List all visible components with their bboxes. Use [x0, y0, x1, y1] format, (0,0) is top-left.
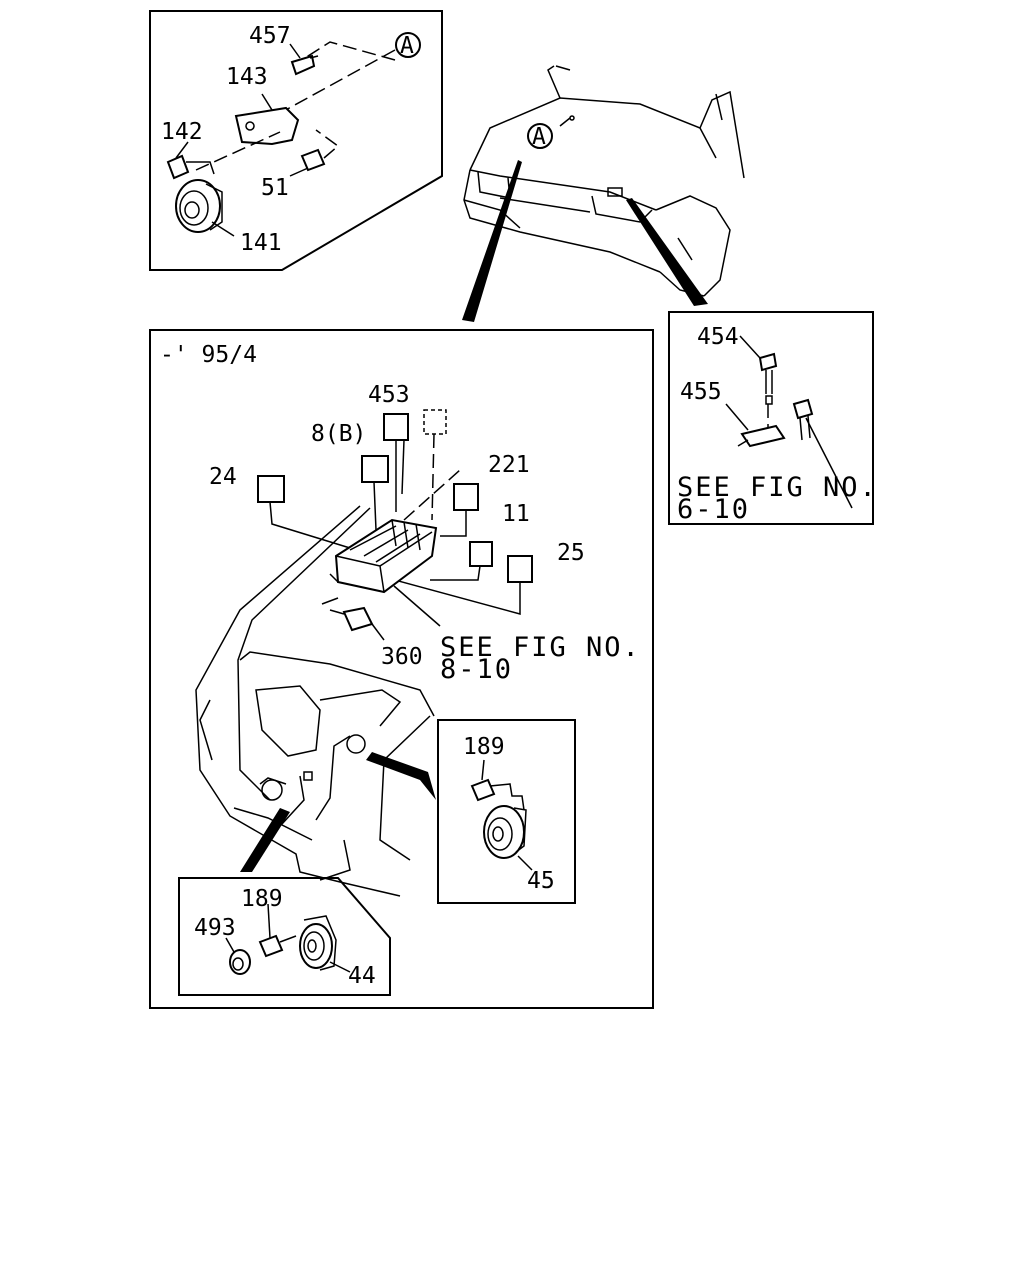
callout-a-circle [395, 32, 421, 58]
horn-45 [483, 805, 525, 859]
inset-horn-bottom [178, 877, 391, 996]
pointer-to-horn-right [366, 752, 436, 800]
callout-a-label-vehicle: A [532, 124, 546, 150]
callout-455: 455 [680, 379, 722, 405]
relay-24 [257, 475, 285, 503]
callout-142: 142 [161, 119, 203, 145]
callout-11: 11 [502, 501, 530, 527]
bolt-189-right [470, 778, 496, 802]
bolt-189-bottom [258, 934, 284, 958]
relay-25 [507, 555, 533, 583]
callout-a-label: A [400, 33, 414, 59]
bolt-360 [342, 606, 374, 632]
callout-45: 45 [527, 868, 555, 894]
see-fig-number-main: 8-10 [440, 654, 513, 685]
callout-44: 44 [348, 963, 376, 989]
callout-141: 141 [240, 230, 282, 256]
see-fig-number-right: 6-10 [677, 494, 750, 525]
vehicle-front-sketch: A [462, 65, 745, 322]
callout-189-right: 189 [463, 734, 505, 760]
relay-11 [469, 541, 493, 567]
callout-51: 51 [261, 175, 289, 201]
callout-25: 25 [557, 540, 585, 566]
callout-24: 24 [209, 464, 237, 490]
period-label: -' 95/4 [160, 342, 257, 368]
pointer-to-horn-bottom [240, 808, 290, 872]
callout-221: 221 [488, 452, 530, 478]
bolt-142 [166, 154, 190, 180]
inset-ground-bolt [668, 311, 874, 525]
callout-360: 360 [381, 644, 423, 670]
relay-221 [453, 483, 479, 511]
relay-453 [383, 413, 409, 441]
see-fig-label-main: SEE FIG NO. [440, 632, 641, 663]
main-panel [149, 329, 654, 1009]
bolt-455b [792, 398, 814, 420]
bolt-454 [758, 352, 778, 372]
inset-horn-right [437, 719, 576, 904]
callout-8b: 8(B) [311, 421, 366, 447]
bracket-143 [234, 106, 300, 146]
relay-8b [361, 455, 389, 483]
callout-453: 453 [368, 382, 410, 408]
bolt-51 [300, 148, 326, 172]
pointer-to-right-inset [626, 198, 708, 306]
callout-143: 143 [226, 64, 268, 90]
callout-457: 457 [249, 23, 291, 49]
bracket-455 [740, 424, 786, 448]
inset-horn-bracket: A [149, 10, 443, 271]
callout-189-bottom: 189 [241, 886, 283, 912]
callout-a-circle-vehicle [527, 123, 553, 149]
callout-454: 454 [697, 324, 739, 350]
see-fig-label-right: SEE FIG NO. [677, 472, 878, 503]
bolt-457 [290, 54, 316, 76]
pointer-to-main-panel [462, 160, 522, 322]
callout-493: 493 [194, 915, 236, 941]
